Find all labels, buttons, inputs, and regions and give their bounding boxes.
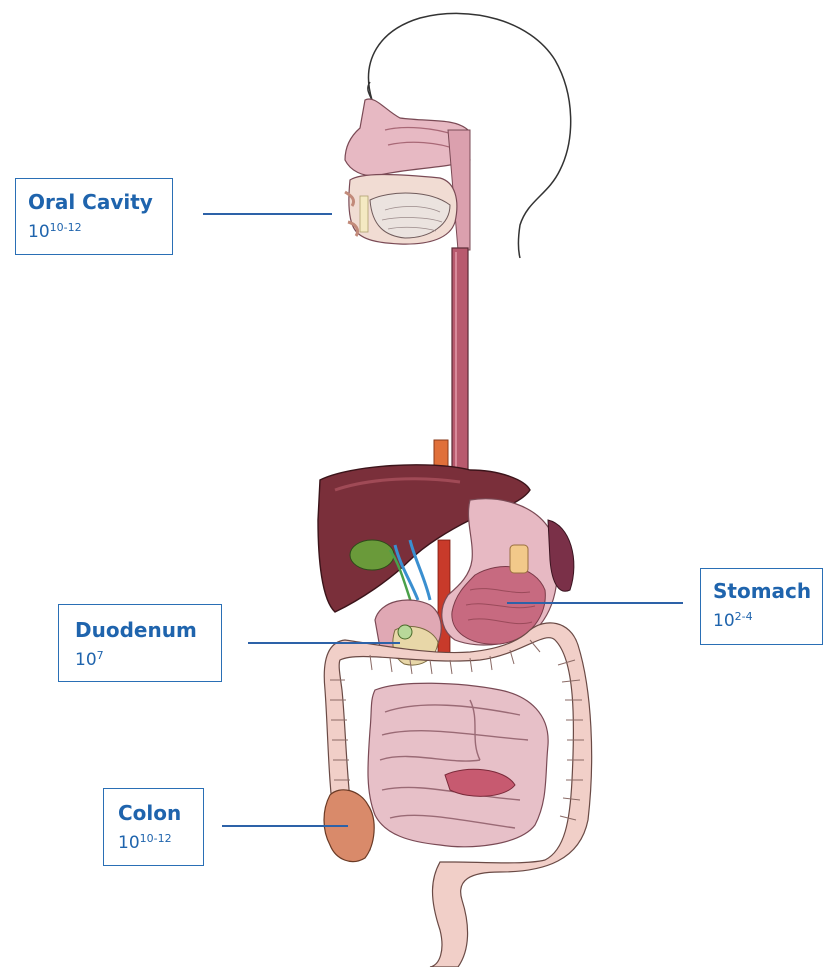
- gallbladder: [350, 540, 394, 570]
- pancreas-duct: [398, 625, 412, 639]
- stomach-label: Stomach 102-4: [700, 568, 823, 645]
- teeth: [360, 196, 368, 232]
- duodenum-count-base: 10: [75, 650, 97, 670]
- oral-cavity-label: Oral Cavity 1010-12: [15, 178, 173, 255]
- duodenum-count-exponent: 7: [97, 649, 104, 662]
- colon-count-exponent: 10-12: [140, 832, 172, 845]
- oral-cavity-count: 1010-12: [28, 218, 160, 242]
- colon-count: 1010-12: [118, 829, 189, 853]
- stomach-count-base: 10: [713, 611, 735, 631]
- duodenum-count: 107: [75, 646, 205, 670]
- oral-cavity-count-exponent: 10-12: [50, 221, 82, 234]
- colon-count-base: 10: [118, 833, 140, 853]
- esophagus: [452, 248, 468, 470]
- stomach-count: 102-4: [713, 607, 810, 631]
- duodenum-label: Duodenum 107: [58, 604, 222, 682]
- colon-name: Colon: [118, 801, 189, 825]
- pancreas-tail: [510, 545, 528, 573]
- stomach-count-exponent: 2-4: [735, 610, 753, 623]
- small-intestine: [368, 683, 548, 847]
- oral-cavity-name: Oral Cavity: [28, 190, 160, 214]
- duodenum-name: Duodenum: [75, 618, 205, 642]
- stomach-name: Stomach: [713, 579, 810, 603]
- oral-cavity-count-base: 10: [28, 222, 50, 242]
- colon-label: Colon 1010-12: [103, 788, 204, 866]
